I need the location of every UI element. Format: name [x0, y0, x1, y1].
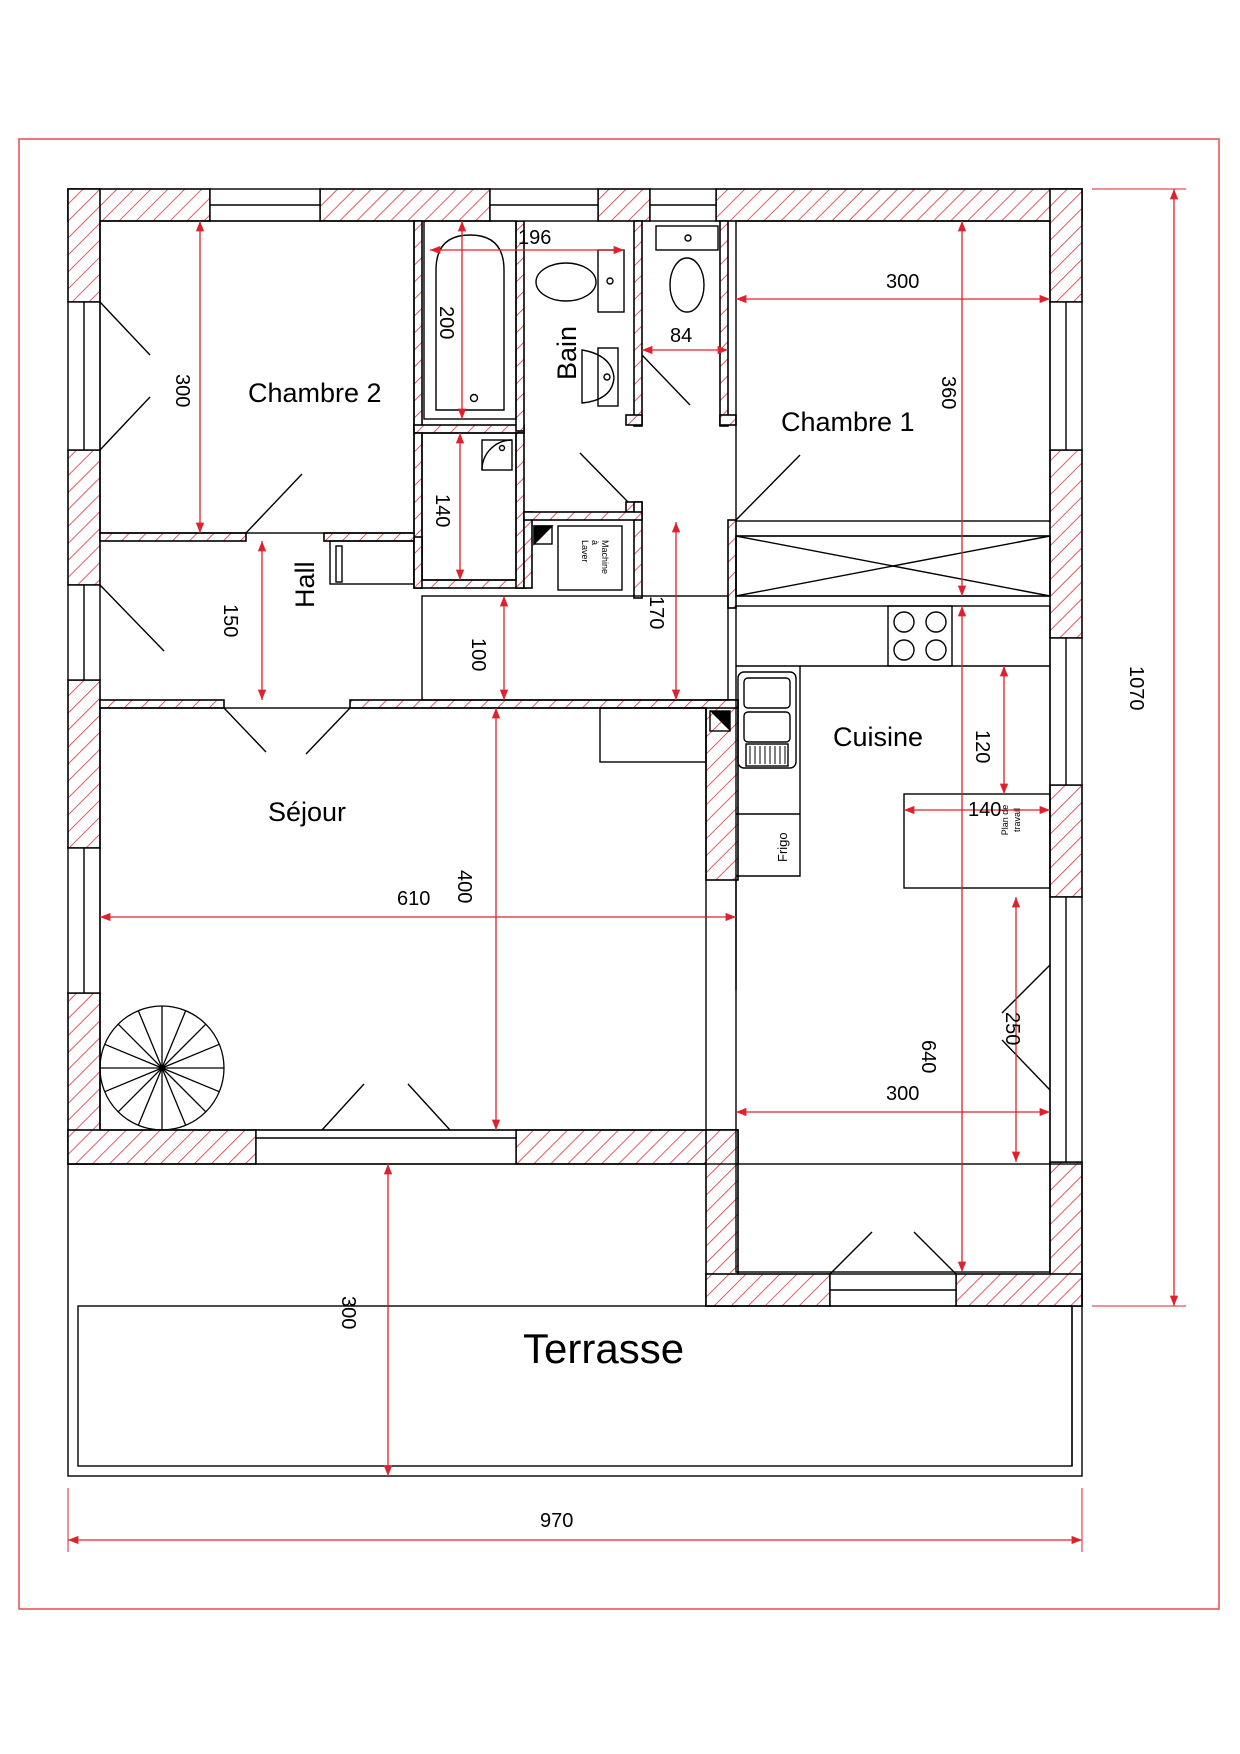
machine-label-3: Laver: [580, 540, 590, 563]
dim-610: 610: [397, 888, 430, 910]
stair-step: [161, 1043, 220, 1069]
dim-250: 250: [1001, 1012, 1023, 1045]
dim-140-bath: 140: [431, 494, 453, 527]
dim-150: 150: [219, 604, 241, 637]
room-chambre-2: Chambre 2: [248, 378, 382, 408]
dim-640: 640: [917, 1040, 939, 1073]
dim-140-plan: 140: [968, 799, 1001, 821]
room-terrasse: Terrasse: [523, 1325, 684, 1372]
dim-84: 84: [670, 325, 692, 347]
stair-step: [161, 1010, 187, 1069]
stair-step: [161, 1023, 207, 1069]
washing-machine: [533, 525, 623, 591]
plan-label-1: Plan de: [1000, 805, 1010, 836]
spiral-staircase: [99, 1005, 225, 1131]
windows: [67, 188, 1083, 1307]
stair-step: [161, 1067, 220, 1093]
dim-360: 360: [937, 376, 959, 409]
dimension-lines: [68, 189, 1179, 1545]
walls: [67, 188, 1083, 1307]
machine-label-1: Machine: [600, 540, 610, 574]
dim-970: 970: [540, 1510, 573, 1532]
dim-200: 200: [435, 306, 457, 339]
wardrobe: [735, 535, 1051, 597]
kitchen-equipment: [736, 605, 1051, 889]
stair-step: [117, 1067, 163, 1113]
dim-1070: 1070: [1125, 666, 1147, 711]
room-hall: Hall: [290, 561, 320, 608]
stair-step: [104, 1043, 163, 1069]
dim-400: 400: [453, 870, 475, 903]
room-cuisine: Cuisine: [833, 722, 923, 752]
dimension-extension-lines: [67, 188, 1186, 1552]
stair-step: [137, 1010, 163, 1069]
hall-cabinet: [329, 540, 415, 585]
stair-step: [161, 1067, 207, 1113]
kitchen-sink-grille: [749, 746, 786, 764]
stair-step: [161, 1067, 187, 1126]
room-bain: Bain: [552, 326, 582, 380]
dim-120: 120: [971, 730, 993, 763]
dim-100: 100: [467, 638, 489, 671]
plan-label-2: travail: [1012, 808, 1022, 832]
page-frame: [18, 138, 1220, 1610]
room-chambre-1: Chambre 1: [781, 407, 915, 437]
dim-300-terrasse: 300: [337, 1296, 359, 1329]
dim-300-kitchen: 300: [886, 1083, 919, 1105]
frigo-label: Frigo: [775, 832, 790, 862]
dim-300-chambre2: 300: [171, 374, 193, 407]
duct-marker: [710, 711, 730, 731]
doors: [99, 301, 1051, 1275]
stair-step: [117, 1023, 163, 1069]
stair-step: [104, 1067, 163, 1093]
room-sejour: Séjour: [268, 797, 346, 827]
sejour-cupboard: [599, 707, 707, 763]
dim-170: 170: [645, 596, 667, 629]
machine-label-2: à: [590, 540, 600, 545]
dim-300-chambre1: 300: [886, 271, 919, 293]
sanitary: [481, 225, 719, 471]
dim-196: 196: [518, 227, 551, 249]
stair-step: [137, 1067, 163, 1126]
